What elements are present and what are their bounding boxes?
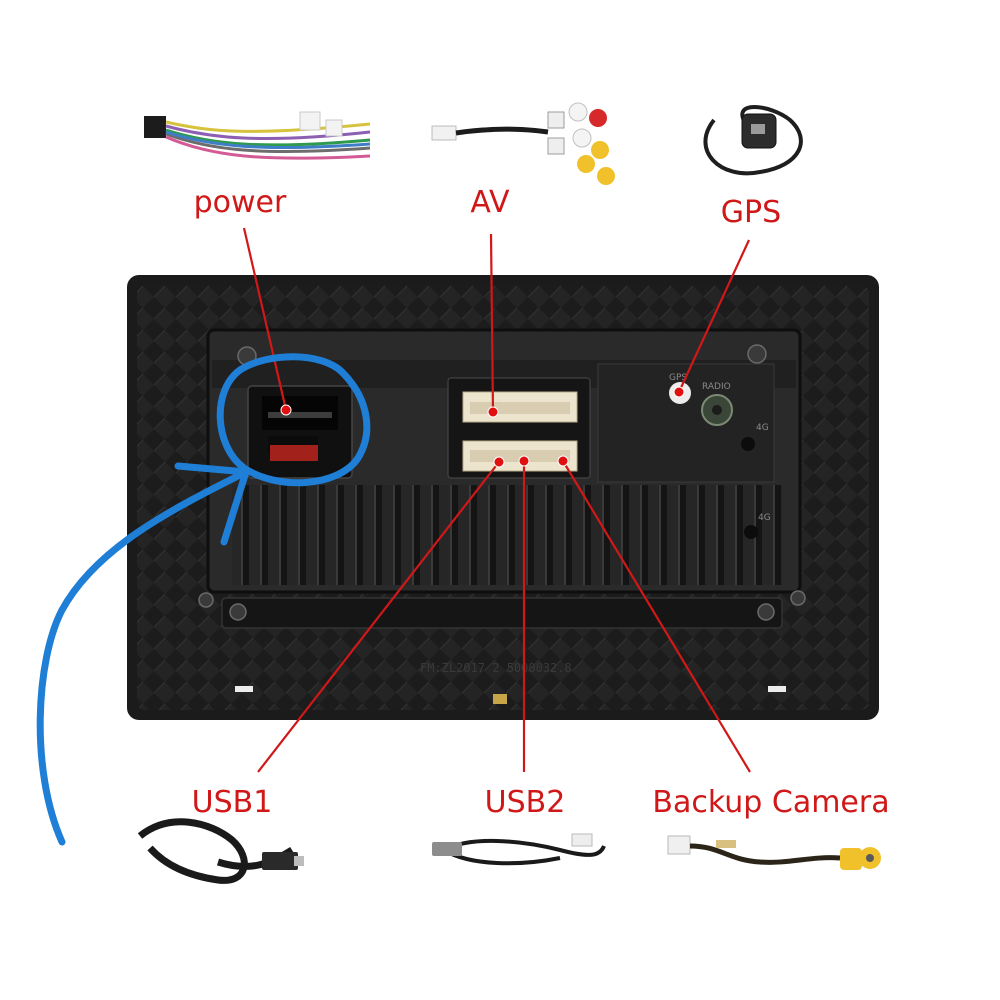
highlight-arrow-stroke bbox=[36, 468, 250, 846]
bottom-rail bbox=[221, 597, 783, 629]
gps-label: GPS bbox=[721, 195, 781, 230]
blue-highlight-annotation bbox=[36, 353, 371, 846]
4g-bottom-marking: 4G bbox=[758, 513, 771, 523]
av-port-marker bbox=[487, 406, 499, 418]
av-usb-port-block bbox=[447, 377, 591, 479]
power-harness-icon bbox=[144, 111, 371, 160]
power-label: power bbox=[194, 185, 287, 220]
usb2-label: USB2 bbox=[485, 785, 566, 820]
gps-port-marker bbox=[673, 386, 685, 398]
gps-leader-line bbox=[678, 239, 750, 393]
heat-sink-fins bbox=[232, 485, 782, 585]
antenna-panel: GPS RADIO 4G 4G bbox=[597, 363, 775, 539]
power-leader-line bbox=[242, 227, 288, 411]
radio-port-marking: RADIO bbox=[702, 382, 731, 392]
av-label: AV bbox=[470, 185, 510, 220]
gps-port-marking: GPS bbox=[669, 373, 687, 383]
usb2-port-marker bbox=[518, 455, 530, 467]
usb1-cable-icon bbox=[137, 818, 304, 884]
highlight-arrow-head bbox=[174, 462, 250, 546]
gps-antenna-icon bbox=[703, 105, 803, 176]
head-unit-rear: GPS RADIO 4G 4G FM:ZL2017 2 5000032.8 bbox=[127, 275, 879, 720]
usb1-leader-line bbox=[257, 461, 500, 773]
power-port bbox=[247, 385, 353, 479]
av-leader-line bbox=[489, 233, 495, 413]
4g-port-bottom bbox=[744, 525, 758, 539]
leader-lines bbox=[242, 227, 751, 773]
power-port-circle-highlight bbox=[216, 353, 371, 487]
4g-top-marking: 4G bbox=[756, 423, 769, 433]
usb2-cable-icon bbox=[432, 833, 606, 866]
mounting-screws bbox=[198, 344, 806, 621]
usb1-port-marker bbox=[493, 456, 505, 468]
4g-port-top bbox=[741, 437, 755, 451]
backup-camera-port-marker bbox=[557, 455, 569, 467]
backup-camera-label: Backup Camera bbox=[652, 785, 889, 820]
serial-stamp: FM:ZL2017 2 5000032.8 bbox=[420, 661, 572, 675]
rca-camera-cable-icon bbox=[667, 835, 881, 870]
power-port-marker bbox=[280, 404, 292, 416]
usb1-label: USB1 bbox=[192, 785, 273, 820]
power-port-red-plug bbox=[270, 445, 318, 461]
rca-av-cable-icon bbox=[431, 102, 615, 185]
backup-camera-leader-line bbox=[562, 460, 751, 773]
